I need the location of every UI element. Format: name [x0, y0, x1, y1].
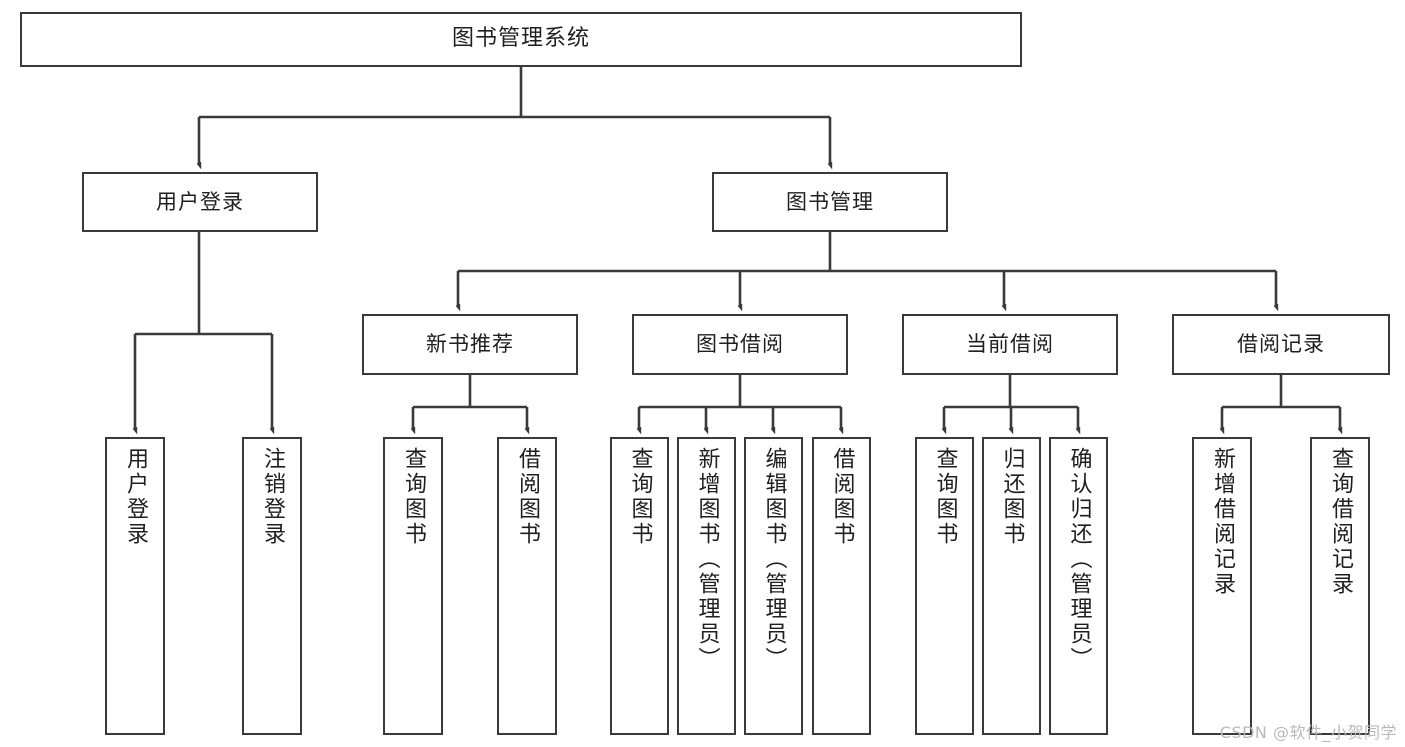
node-label: 图书管理系统 [451, 26, 590, 52]
node-label: 查询图书 [932, 447, 958, 547]
node-book-borrow[interactable]: 图书借阅 [632, 314, 848, 375]
node-label: 用户登录 [156, 189, 244, 214]
node-current-borrow[interactable]: 当前借阅 [902, 314, 1118, 375]
node-label: 查询借阅记录 [1328, 447, 1353, 597]
leaf-query-borrow-record[interactable]: 查询借阅记录 [1310, 437, 1370, 735]
node-label: 查询图书 [627, 447, 653, 547]
node-borrow-record[interactable]: 借阅记录 [1172, 314, 1390, 375]
node-label: 确认归还（管理员） [1066, 447, 1092, 672]
node-book-management[interactable]: 图书管理 [712, 172, 948, 232]
csdn-watermark: CSDN @软件_小贺同学 [1219, 723, 1397, 742]
leaf-confirm-return[interactable]: 确认归还（管理员） [1049, 437, 1108, 735]
node-label: 新书推荐 [426, 332, 514, 357]
leaf-query-book-borrow[interactable]: 查询图书 [610, 437, 669, 735]
node-label: 当前借阅 [966, 332, 1054, 357]
node-label: 新增图书（管理员） [694, 447, 720, 672]
node-label: 查询图书 [401, 447, 426, 547]
node-new-book-recommend[interactable]: 新书推荐 [362, 314, 578, 375]
leaf-borrow-book[interactable]: 借阅图书 [812, 437, 871, 735]
node-label: 图书管理 [786, 189, 874, 214]
node-label: 归还图书 [999, 447, 1025, 547]
leaf-logout[interactable]: 注销登录 [242, 437, 302, 735]
node-label: 新增借阅记录 [1210, 447, 1235, 597]
node-root-book-management-system[interactable]: 图书管理系统 [20, 12, 1022, 67]
node-user-login[interactable]: 用户登录 [82, 172, 318, 232]
leaf-return-book[interactable]: 归还图书 [982, 437, 1041, 735]
node-label: 注销登录 [260, 447, 285, 547]
leaf-add-borrow-record[interactable]: 新增借阅记录 [1192, 437, 1252, 735]
node-label: 编辑图书（管理员） [761, 447, 787, 672]
node-label: 图书借阅 [696, 332, 784, 357]
leaf-borrow-book-recommend[interactable]: 借阅图书 [497, 437, 557, 735]
node-label: 借阅图书 [829, 447, 855, 547]
node-label: 借阅图书 [515, 447, 540, 547]
leaf-query-book-recommend[interactable]: 查询图书 [383, 437, 443, 735]
leaf-add-book[interactable]: 新增图书（管理员） [677, 437, 736, 735]
node-label: 借阅记录 [1237, 332, 1325, 357]
leaf-user-login[interactable]: 用户登录 [105, 437, 165, 735]
leaf-edit-book[interactable]: 编辑图书（管理员） [744, 437, 803, 735]
node-label: 用户登录 [123, 447, 148, 547]
leaf-query-book-current[interactable]: 查询图书 [915, 437, 974, 735]
